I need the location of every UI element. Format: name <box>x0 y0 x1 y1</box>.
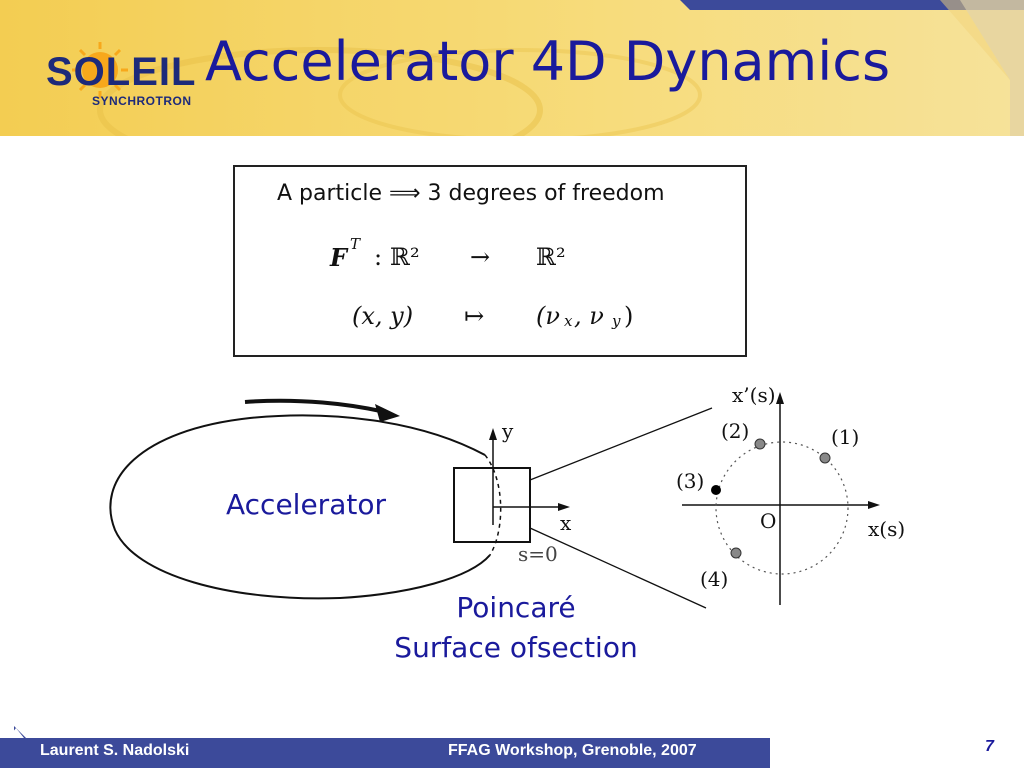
axis-x-label: x <box>560 511 572 535</box>
formula-arrow: → <box>470 243 491 271</box>
accelerator-ring <box>109 414 491 600</box>
formula-nu-open: (ν <box>536 302 560 330</box>
footer-event: FFAG Workshop, Grenoble, 2007 <box>448 742 697 759</box>
origin-label: O <box>760 509 776 533</box>
formula-close: ) <box>624 302 634 330</box>
sun-logo-icon <box>72 42 128 98</box>
phase-axis-vertical-label: x’(s) <box>732 383 776 407</box>
point-label-3: (3) <box>676 469 704 493</box>
point-label-1: (1) <box>831 425 859 449</box>
formula-map-superscript: T <box>350 235 361 253</box>
x-arrowhead-icon <box>558 503 570 511</box>
phase-point-1 <box>819 452 831 464</box>
section-label: s=0 <box>518 542 558 566</box>
formula-sub-x: x <box>564 312 573 330</box>
header-banner <box>0 0 1024 150</box>
page-number: 7 <box>985 738 994 755</box>
poincare-line-2: Surface ofsection <box>394 631 638 664</box>
formula-argument: (x, y) <box>352 302 414 330</box>
formula-domain: ℝ² <box>390 243 420 271</box>
phase-axis-horizontal-label: x(s) <box>868 517 905 541</box>
logo-subtitle: SYNCHROTRON <box>92 94 192 108</box>
phase-h-arrowhead-icon <box>868 501 880 509</box>
poincare-caption: Poincaré Surface ofsection <box>356 588 676 668</box>
footer-bar <box>0 722 1024 768</box>
formula-nu-second: , ν <box>574 302 604 330</box>
accelerator-label: Accelerator <box>226 488 386 521</box>
formula-colon: : <box>374 243 383 271</box>
direction-arrowhead-icon <box>375 404 400 422</box>
slide-title: Accelerator 4D Dynamics <box>205 30 891 93</box>
phase-point-4 <box>730 547 742 559</box>
logo-wordmark: SOLEIL <box>46 50 197 94</box>
point-label-4: (4) <box>700 567 728 591</box>
formula-codomain: ℝ² <box>536 243 566 271</box>
y-arrowhead-icon <box>489 428 497 440</box>
formula-mapsto: ↦ <box>464 302 485 330</box>
footer-author: Laurent S. Nadolski <box>40 742 190 759</box>
phase-v-arrowhead-icon <box>776 392 784 404</box>
point-label-2: (2) <box>721 419 749 443</box>
axis-y-label: y <box>501 419 514 443</box>
poincare-line-1: Poincaré <box>456 591 576 624</box>
invariant-circle <box>715 441 849 575</box>
formula-map-symbol: F <box>330 243 348 272</box>
phase-point-3 <box>711 485 721 495</box>
section-square <box>453 467 531 543</box>
ring-dashed-segment <box>484 454 502 556</box>
formula-box <box>233 165 747 357</box>
accelerator-diagram: y x s=0 x’(s) x(s) O (1) (2) (3) (4) <box>109 383 905 609</box>
direction-arrow <box>244 398 386 414</box>
formula-line-1: A particle ⟹ 3 degrees of freedom <box>277 181 665 206</box>
phase-point-2 <box>754 438 766 450</box>
formula-sub-y: y <box>612 312 621 330</box>
